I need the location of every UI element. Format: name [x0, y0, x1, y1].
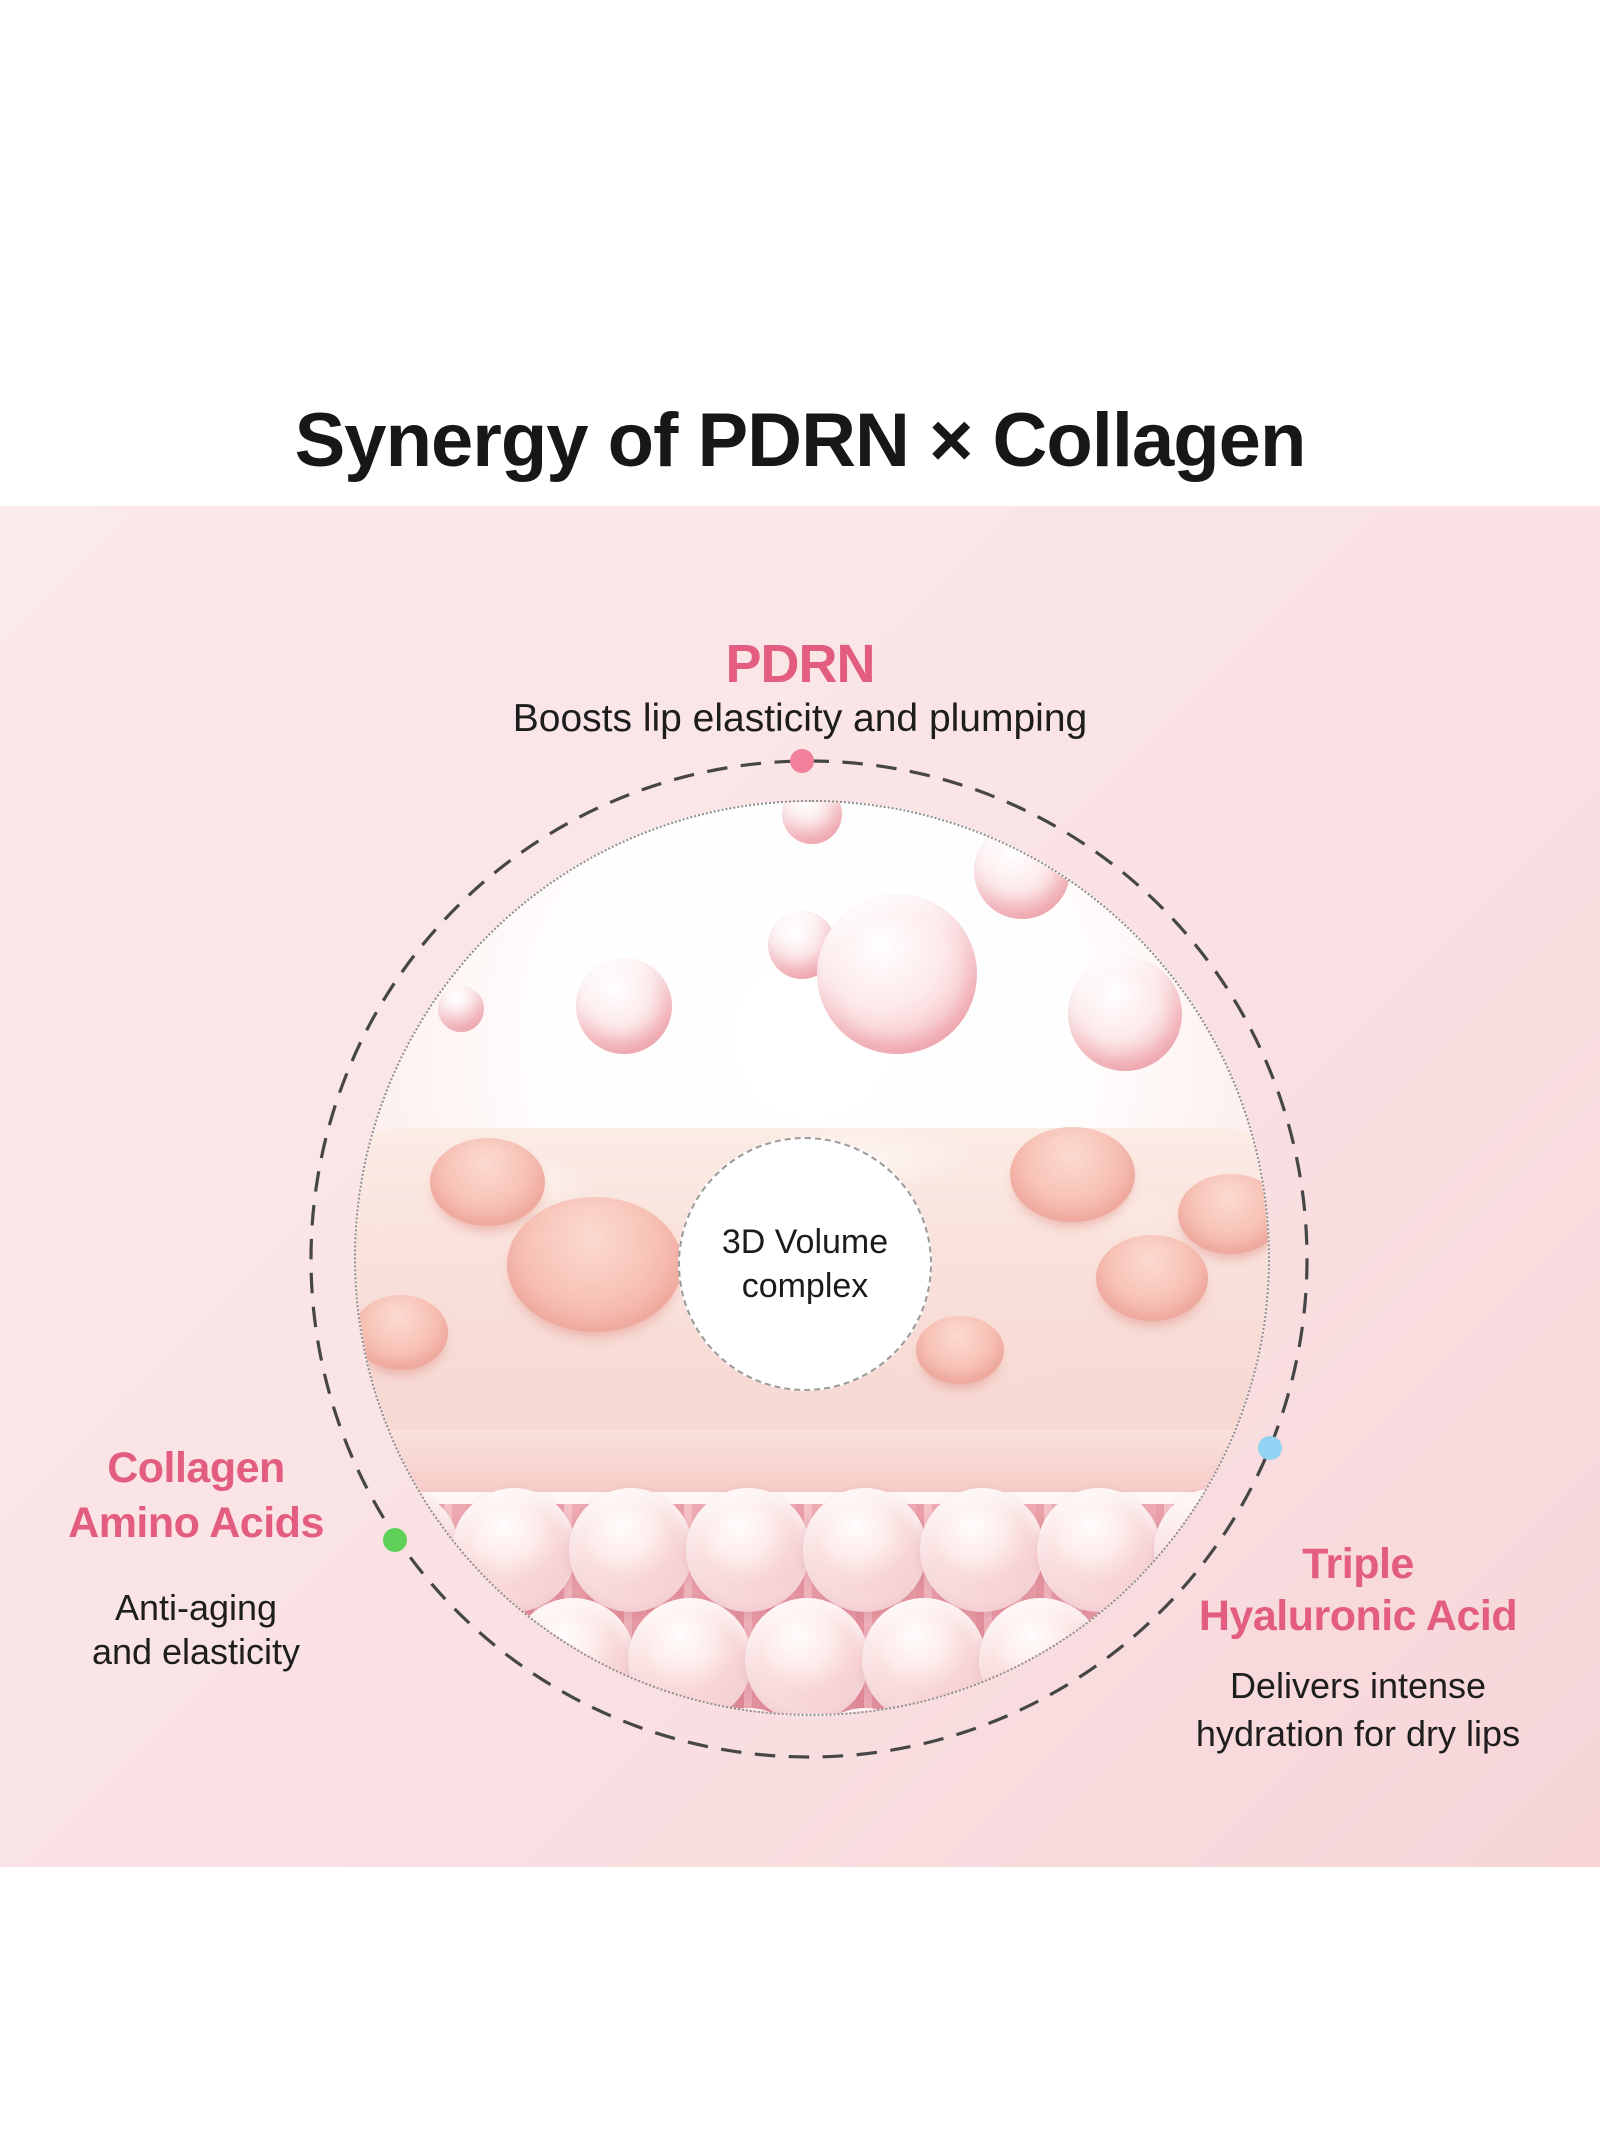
skin-dome — [1177, 1174, 1268, 1254]
serum-bubble — [817, 894, 977, 1054]
collagen-heading-line1: Collagen — [107, 1444, 285, 1492]
serum-bubble — [782, 802, 842, 844]
hyaluronic-heading-line2: Hyaluronic Acid — [1198, 1592, 1518, 1640]
center-label-line1: 3D Volume — [721, 1223, 889, 1261]
lip-cross-section-illustration: 3D Volume complex — [354, 800, 1270, 1716]
collagen-marker-dot — [383, 1528, 407, 1552]
hyaluronic-marker-dot — [1258, 1436, 1282, 1460]
skin-dome — [429, 1138, 545, 1226]
serum-bubble — [438, 986, 484, 1032]
serum-bubble — [576, 958, 672, 1054]
collagen-sphere — [394, 1598, 518, 1714]
skin-front-face — [356, 1430, 1268, 1492]
center-label-line2: complex — [741, 1267, 869, 1305]
collagen-sphere — [686, 1488, 810, 1612]
skin-dome — [1009, 1126, 1135, 1222]
hyaluronic-desc-line1: Delivers intense — [1229, 1665, 1487, 1706]
collagen-sphere — [979, 1598, 1103, 1714]
collagen-sphere — [686, 1708, 810, 1714]
collagen-desc-line1: Anti-aging — [114, 1587, 278, 1628]
page-title: Synergy of PDRN × Collagen — [294, 397, 1307, 483]
hyaluronic-heading: Triple Hyaluronic Acid — [1148, 1538, 1568, 1642]
collagen-sphere — [803, 1488, 927, 1612]
skin-dome — [356, 1294, 448, 1370]
hyaluronic-desc-line2: hydration for dry lips — [1195, 1713, 1521, 1754]
collagen-label-block: Collagen Amino Acids Anti-aging and elas… — [16, 1441, 376, 1674]
collagen-description: Anti-aging and elasticity — [16, 1586, 376, 1674]
collagen-sphere — [1154, 1488, 1268, 1612]
collagen-sphere — [511, 1598, 635, 1714]
collagen-sphere — [569, 1488, 693, 1612]
serum-bubble — [1068, 957, 1182, 1071]
serum-bubble — [974, 823, 1070, 919]
hyaluronic-label-block: Triple Hyaluronic Acid Delivers intense … — [1148, 1538, 1568, 1758]
collagen-sphere — [920, 1708, 1044, 1714]
skin-dome — [916, 1316, 1004, 1384]
collagen-sphere — [862, 1598, 986, 1714]
pdrn-subtitle: Boosts lip elasticity and plumping — [512, 697, 1088, 740]
collagen-sphere — [1037, 1488, 1161, 1612]
collagen-sphere — [745, 1598, 869, 1714]
collagen-desc-line2: and elasticity — [91, 1631, 301, 1672]
collagen-sphere — [569, 1708, 693, 1714]
pdrn-marker-dot — [790, 749, 814, 773]
skin-dome — [1096, 1235, 1208, 1321]
skin-highlight-strip — [356, 1492, 1268, 1504]
hyaluronic-heading-line1: Triple — [1302, 1540, 1414, 1588]
collagen-sphere — [628, 1598, 752, 1714]
collagen-sphere — [452, 1488, 576, 1612]
collagen-heading-line2: Amino Acids — [68, 1499, 324, 1547]
skin-dome — [506, 1196, 682, 1332]
collagen-sphere — [356, 1488, 459, 1612]
collagen-sphere — [920, 1488, 1044, 1612]
pdrn-heading: PDRN — [725, 633, 875, 694]
hyaluronic-description: Delivers intense hydration for dry lips — [1148, 1662, 1568, 1758]
center-label-circle: 3D Volume complex — [678, 1137, 932, 1391]
collagen-heading: Collagen Amino Acids — [16, 1441, 376, 1551]
collagen-sphere — [1096, 1598, 1220, 1714]
collagen-sphere — [803, 1708, 927, 1714]
